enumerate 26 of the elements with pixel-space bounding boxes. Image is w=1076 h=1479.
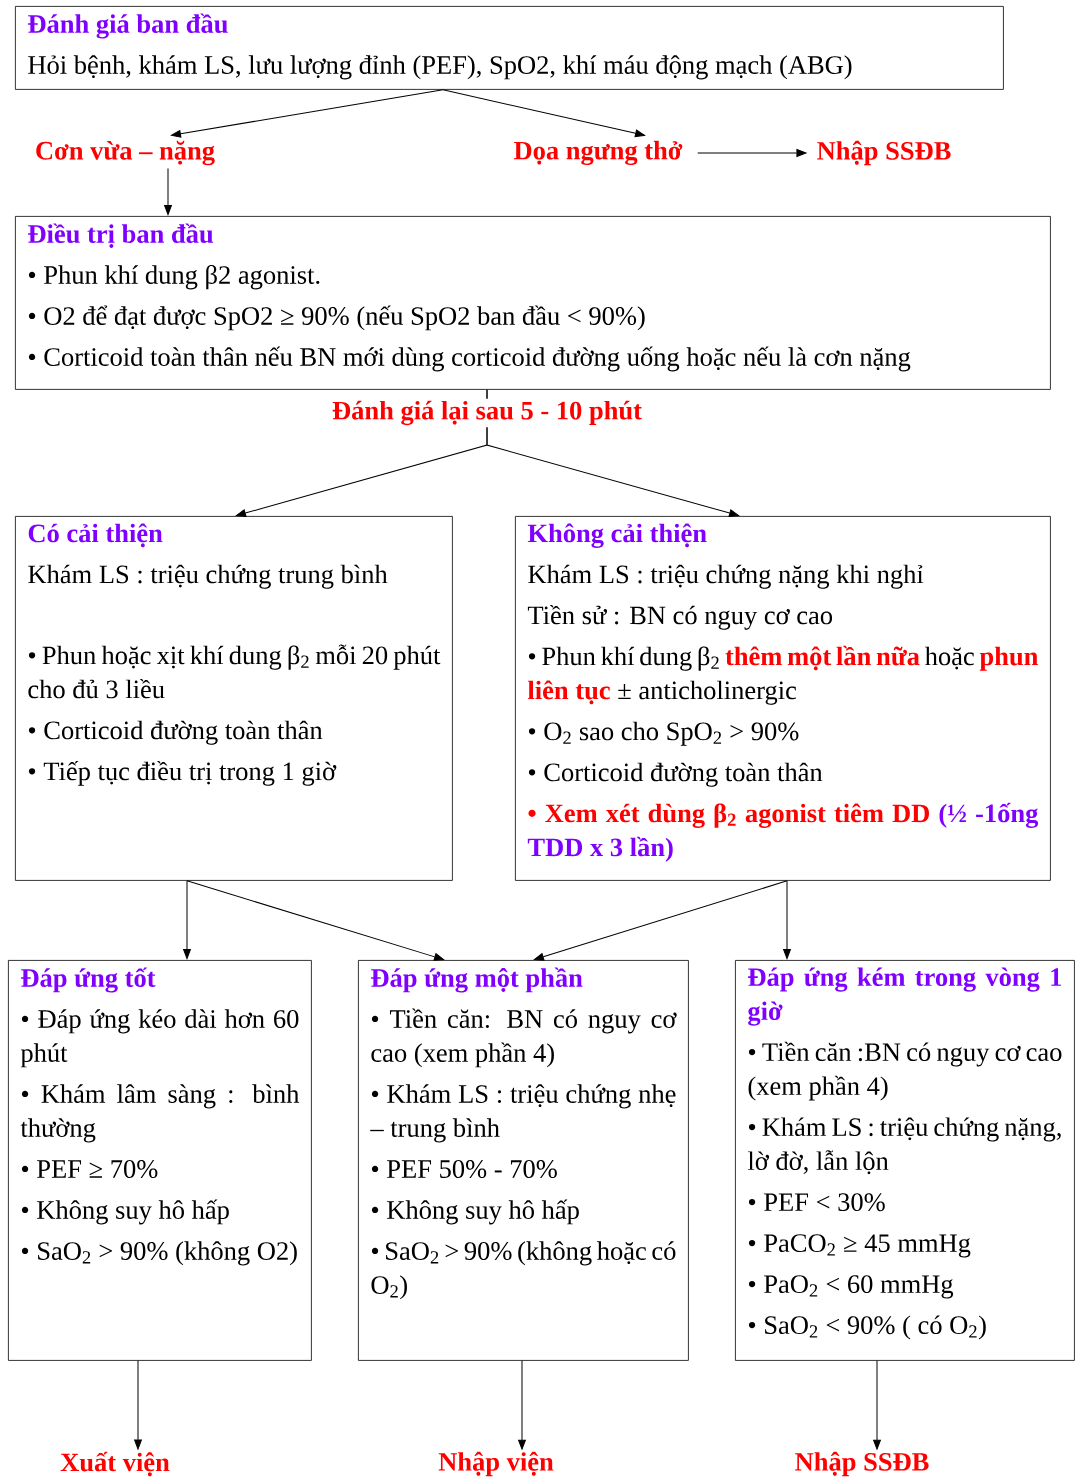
flow-box: Không cải thiện Khám LS : triệu chứng nặng khi nghỉ Tiền sử : BN có nguy cơ cao • Phun khí dung β$_{2}$ thêm một lần nữa hoặc phun liên tục ± anticholinergic • O$_{2}$ sao cho SpO$_{2}$ > 90% • Corticoid đường toàn thân • Xem xét dùng β$_{2}$ agonist tiêm DD (½ -1ống TDD x 3 lần)	[515, 516, 1051, 881]
arrow	[533, 880, 788, 961]
arrow	[518, 1360, 526, 1450]
outcome-text: Nhập SSĐB	[795, 1451, 929, 1477]
flow-box: Đáp ứng một phần • Tiền căn: BN có nguy cơ cao (xem phần 4) • Khám LS : triệu chứng nhẹ – trung bình • PEF 50% - 70% • Không suy hô hấp • SaO$_{2}$ > 90% (không hoặc có O$_{2}$)	[358, 960, 689, 1361]
outcome-text: Nhập SSĐB	[817, 140, 951, 166]
arrow	[134, 1360, 142, 1450]
arrow	[697, 149, 807, 157]
flow-box: Đáp ứng kém trong vòng 1 giờ • Tiền căn :BN có nguy cơ cao (xem phần 4) • Khám LS : triệu chứng nặng, lờ đờ, lẫn lộn • PEF < 30% • PaCO$_{2}$ ≥ 45 mmHg • PaO$_{2}$ < 60 mmHg • SaO$_{2}$ < 90% ( có O$_{2}$)	[735, 960, 1075, 1361]
arrow	[783, 880, 791, 960]
arrow	[486, 389, 740, 517]
outcome-text: Nhập viện	[438, 1451, 554, 1477]
edge-label: Đánh giá lại sau 5 - 10 phút	[330, 398, 644, 428]
arrow	[873, 1360, 881, 1450]
arrow	[183, 880, 191, 960]
flow-box: Có cải thiện Khám LS : triệu chứng trung bình • Phun hoặc xịt khí dung β$_{2}$ mỗi 20 phút cho đủ 3 liều • Corticoid đường toàn thân • Tiếp tục điều trị trong 1 giờ	[15, 516, 453, 881]
outcome-text: Cơn vừa – nặng	[36, 140, 215, 166]
arrow	[442, 89, 646, 138]
arrow	[164, 167, 172, 216]
arrow	[170, 89, 444, 138]
flow-box: Đánh giá ban đầu Hỏi bệnh, khám LS, lưu lượng đỉnh (PEF), SpO2, khí máu động mạch (ABG)	[15, 6, 1004, 90]
outcome-text: Xuất viện	[60, 1451, 170, 1477]
flow-box: Điều trị ban đầu • Phun khí dung β2 agonist. • O2 để đạt được SpO2 ≥ 90% (nếu SpO2 ban đầu < 90%) • Corticoid toàn thân nếu BN mới dùng corticoid đường uống hoặc nếu là cơn nặng	[15, 216, 1051, 390]
arrow	[186, 880, 445, 961]
outcome-text: Dọa ngưng thở	[514, 140, 683, 166]
flow-box: Đáp ứng tốt • Đáp ứng kéo dài hơn 60 phút • Khám lâm sàng : bình thường • PEF ≥ 70% • Không suy hô hấp • SaO$_{2}$ > 90% (không O2)	[8, 960, 312, 1361]
